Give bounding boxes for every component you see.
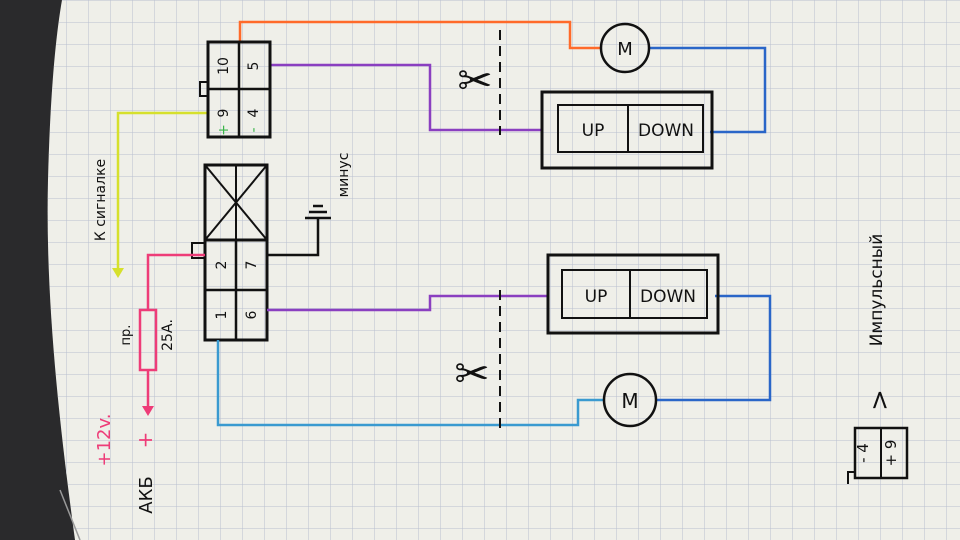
plus-12v-label: +12v.: [94, 414, 115, 467]
legend-brace: >: [865, 389, 895, 411]
ground-label: минус: [336, 153, 352, 198]
switch-top: UP DOWN: [540, 90, 714, 170]
wire-blue-top: [650, 46, 767, 134]
motor-bottom: [602, 372, 658, 428]
ground-symbol: [305, 204, 331, 220]
arrow-pink: [142, 406, 154, 416]
battery-label: АКБ: [136, 476, 157, 513]
pin-4: 4: [246, 108, 262, 117]
switch-top-down: DOWN: [638, 121, 694, 141]
bottom-connector-area: 2 7 1 6 минус пр. 25А. К сигналке +12v. …: [93, 153, 352, 514]
pin-9-plus: +: [216, 124, 232, 136]
switch-bottom-up: UP: [585, 287, 608, 307]
wire-cyan: [216, 340, 605, 427]
switch-bottom: UP DOWN: [546, 253, 720, 335]
bottom-circuit: ✂ UP DOWN M: [216, 253, 772, 430]
switch-bottom-down: DOWN: [640, 287, 696, 307]
wire-pink: [146, 253, 205, 310]
wire-purple-bottom: [267, 294, 548, 312]
pin-4-minus: -: [246, 127, 262, 132]
connector-bottom: 2 7 1 6: [191, 163, 269, 342]
pin-2: 2: [214, 261, 230, 270]
connector-top: 5 10 4 9 - +: [199, 40, 272, 139]
fuse-type-label: пр.: [119, 325, 134, 346]
top-circuit: 5 10 4 9 - + M ✂ UP DOWN: [112, 20, 767, 278]
pin-6: 6: [244, 310, 260, 319]
legend: - 4 + 9 > Импульсный: [847, 234, 909, 484]
arrow-yellow: [112, 268, 124, 278]
wire-yellow: [116, 111, 208, 270]
pin-1: 1: [214, 311, 230, 320]
switch-top-up: UP: [582, 121, 605, 141]
motor-top-label: M: [617, 39, 633, 60]
signal-label: К сигналке: [93, 159, 109, 241]
pin-7: 7: [244, 261, 260, 270]
wire-ground: [267, 218, 320, 257]
wire-blue-bottom: [655, 294, 772, 402]
page-edge: [59, 489, 81, 540]
paper-grid: [47, 0, 960, 540]
battery-plus-label: +: [133, 432, 157, 449]
motor-bottom-label: M: [621, 389, 638, 413]
wire-purple-top: [270, 63, 542, 132]
pin-9: 9: [216, 109, 232, 118]
pulse-label: Импульсный: [867, 234, 887, 347]
pin-5: 5: [246, 62, 262, 71]
legend-plus-9: + 9: [882, 440, 900, 467]
fuse-rating-label: 25А.: [160, 319, 176, 351]
motor-top: [599, 22, 651, 74]
pin-10: 10: [216, 57, 232, 75]
wire-orange: [238, 20, 600, 50]
legend-minus-4: - 4: [854, 443, 872, 463]
scissors-icon: ✂: [457, 56, 492, 105]
scissors-icon: ✂: [454, 349, 489, 398]
